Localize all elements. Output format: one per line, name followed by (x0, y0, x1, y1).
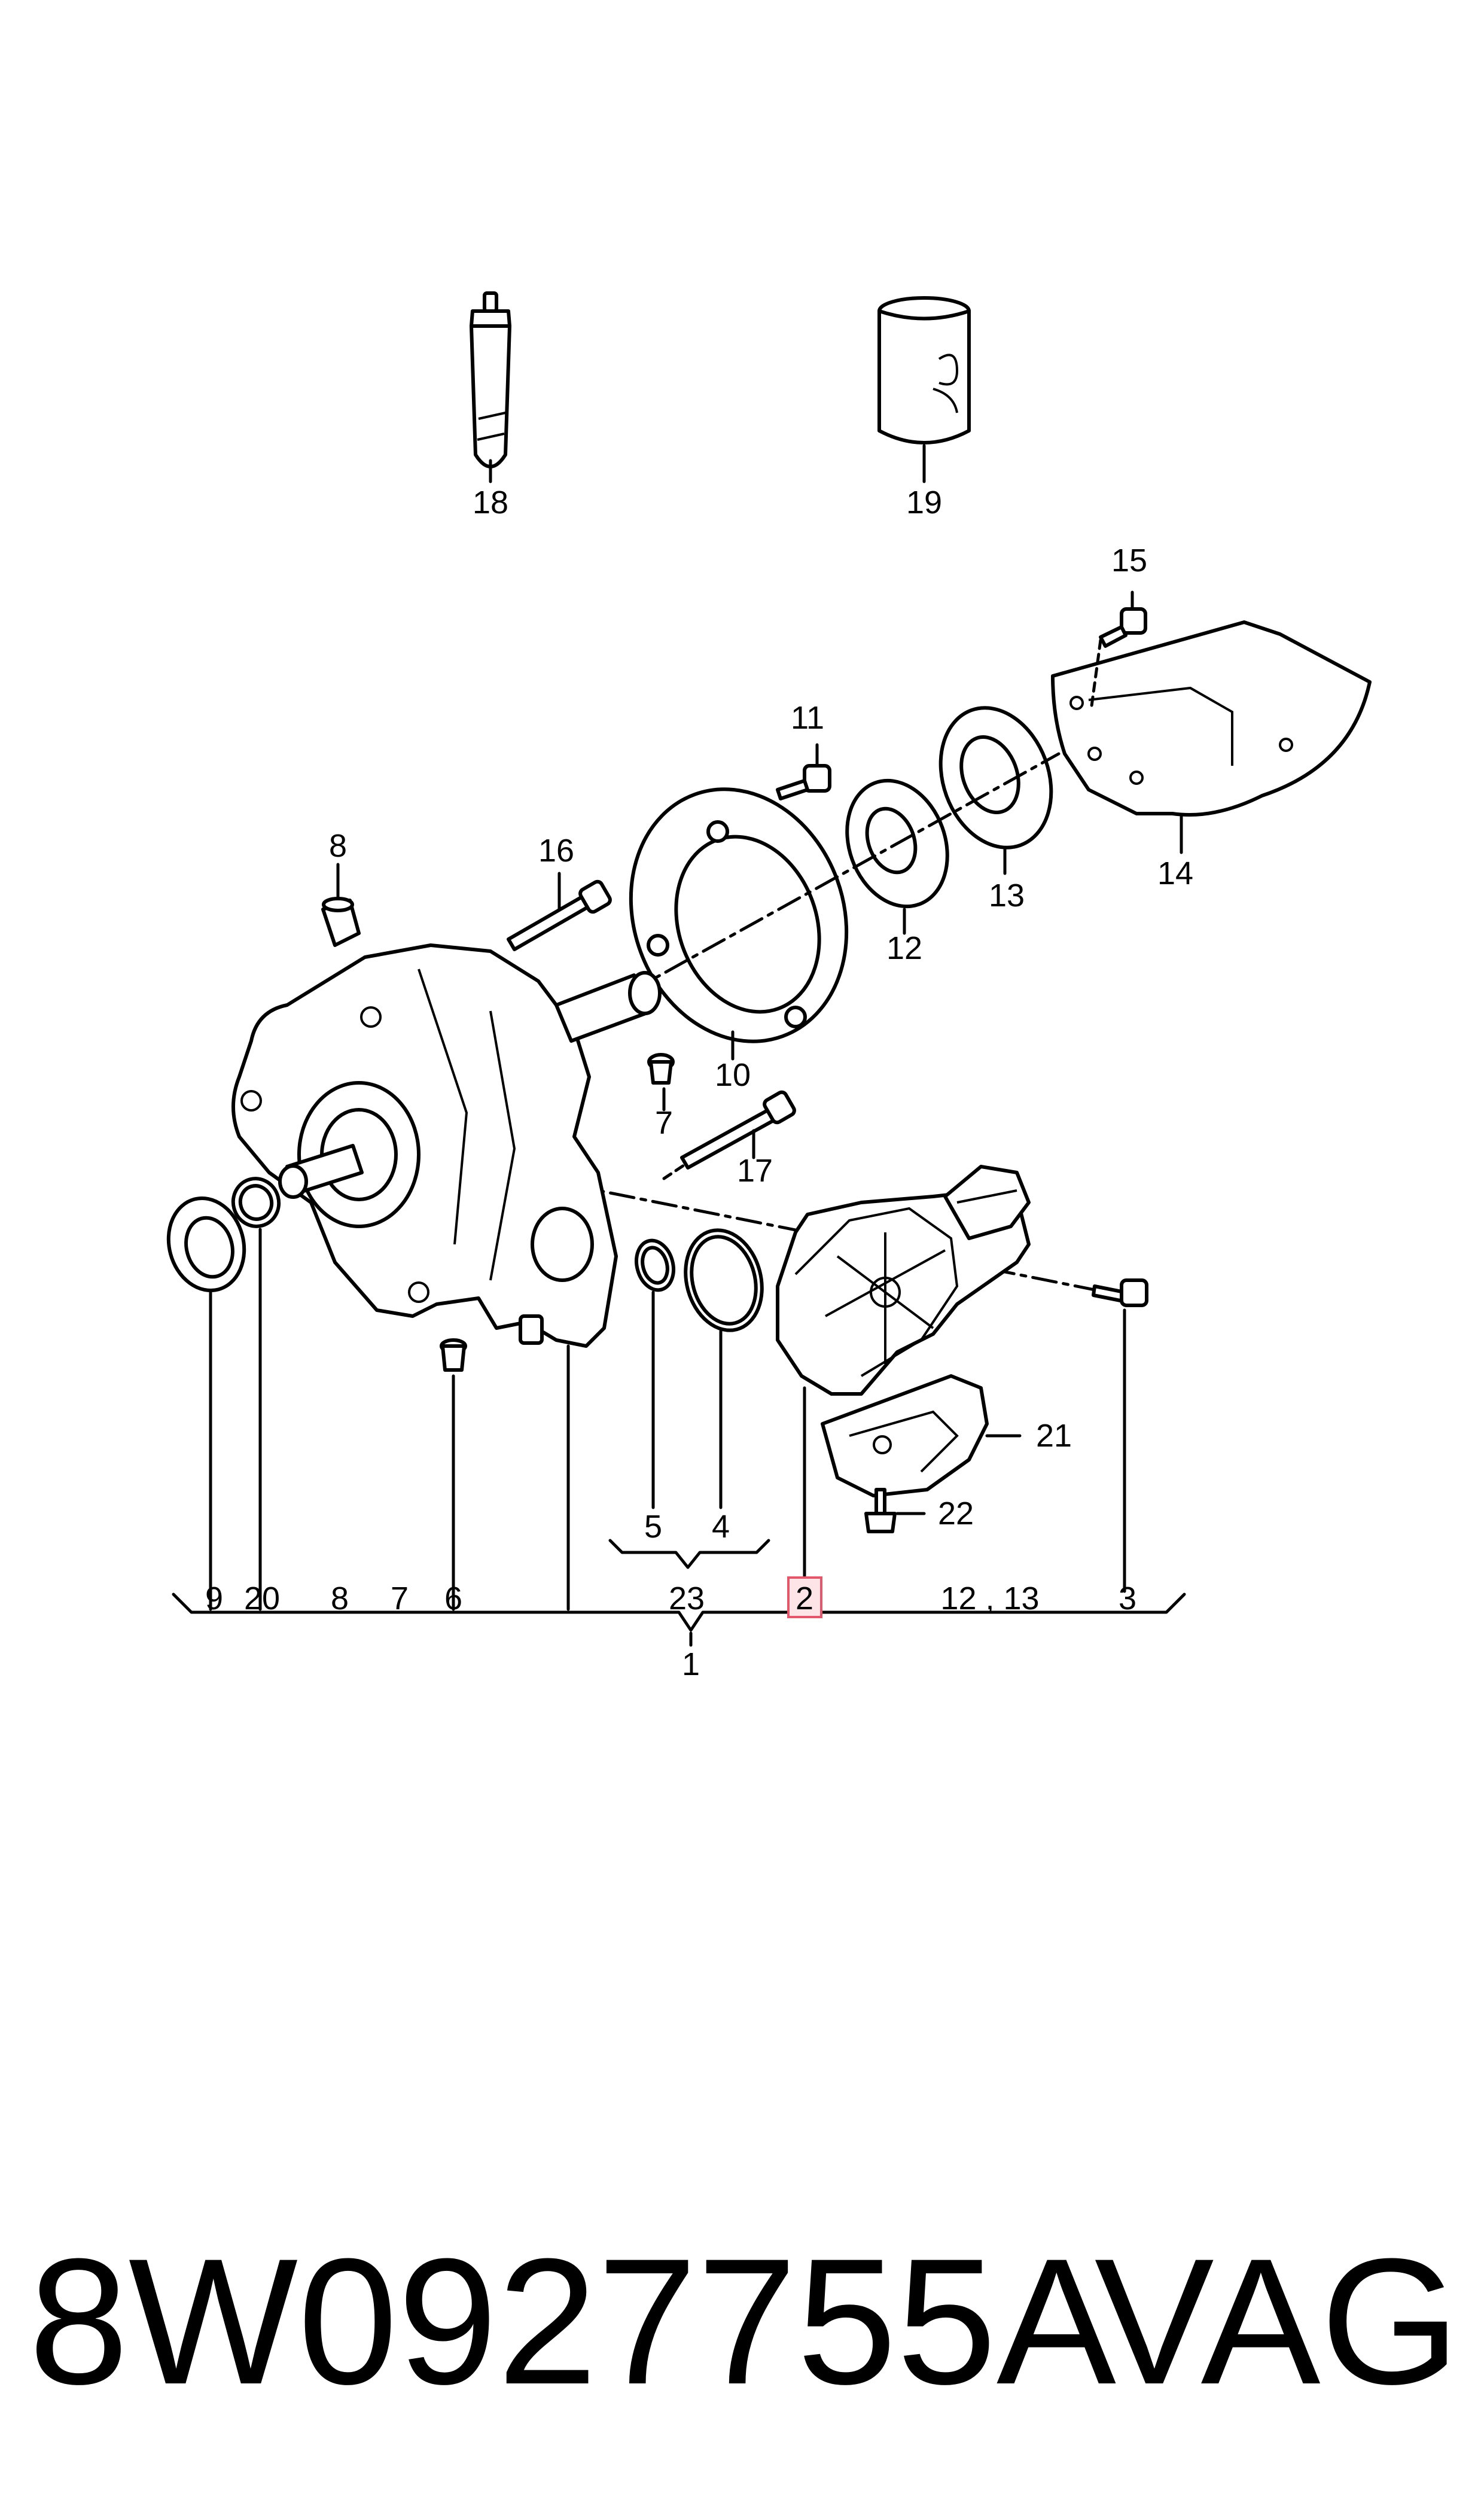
grease-tube-part-18 (470, 291, 511, 483)
oil-can-part-19 (877, 296, 971, 483)
callout-16: 16 (538, 833, 574, 869)
bracket-label-9: 9 (205, 1581, 223, 1616)
bolt-part-15 (1090, 590, 1147, 708)
highlight-box-callout-2 (787, 1576, 822, 1618)
screw-part-22 (864, 1488, 926, 1533)
bracket-label-8: 8 (331, 1581, 349, 1616)
bracket-label-20: 20 (244, 1581, 280, 1616)
o-ring-part-4 (684, 1228, 764, 1509)
shaft-seal-part-9 (166, 1196, 246, 1611)
bracket-label-2: 2 (796, 1581, 813, 1616)
part-number: 8W0927755A (29, 2221, 1117, 2422)
bracket-row-labels: 9 20 8 7 6 23 2 12 , 13 3 (205, 1581, 1136, 1616)
callout-19: 19 (906, 485, 942, 520)
seal-ring-part-13 (938, 706, 1053, 875)
plug-part-8 (321, 863, 361, 947)
brand-name: VAG (1094, 2221, 1460, 2422)
bolt-part-3 (1092, 1278, 1148, 1593)
heat-shield-part-14 (1051, 620, 1372, 854)
callout-4: 4 (712, 1509, 730, 1545)
bracket-label-3: 3 (1119, 1581, 1136, 1616)
o-ring-part-20 (231, 1177, 281, 1611)
bracket-label-23: 23 (669, 1581, 705, 1616)
callout-5: 5 (644, 1509, 662, 1545)
callout-1: 1 (682, 1646, 700, 1682)
callout-17: 17 (737, 1153, 773, 1189)
footer-caption: 8W0927755A VAG (0, 2213, 1484, 2429)
o-ring-part-5 (635, 1238, 675, 1509)
callout-10: 10 (715, 1057, 751, 1093)
callout-15: 15 (1111, 543, 1147, 578)
long-bolt-part-17 (680, 1090, 796, 1170)
callout-22: 22 (938, 1496, 974, 1531)
callout-18: 18 (473, 485, 508, 520)
bracket-label-7: 7 (391, 1581, 409, 1616)
bracket-label-6: 6 (444, 1581, 462, 1616)
filter-part-21 (821, 1374, 1022, 1497)
callout-8: 8 (329, 828, 347, 864)
bolt-part-11 (776, 743, 831, 800)
callout-21: 21 (1036, 1418, 1072, 1454)
callout-14: 14 (1157, 855, 1193, 891)
long-bolt-part-16 (507, 872, 612, 951)
callout-7: 7 (655, 1105, 673, 1141)
plug-part-6 (440, 1338, 467, 1611)
bolt-part-7 (647, 1053, 675, 1112)
transfer-case-housing (231, 943, 662, 1611)
callout-12: 12 (886, 930, 922, 966)
callout-11: 11 (791, 700, 824, 736)
callout-labels: 18 19 15 11 14 13 12 8 16 10 7 17 21 22 … (329, 485, 1193, 1682)
actuator-motor-part-2 (776, 1165, 1031, 1590)
callout-13: 13 (989, 878, 1025, 914)
bracket-label-12-13: 12 , 13 (940, 1581, 1039, 1616)
assembly-bracket (172, 1539, 1186, 1647)
flange-cover-part-10 (629, 787, 849, 1061)
